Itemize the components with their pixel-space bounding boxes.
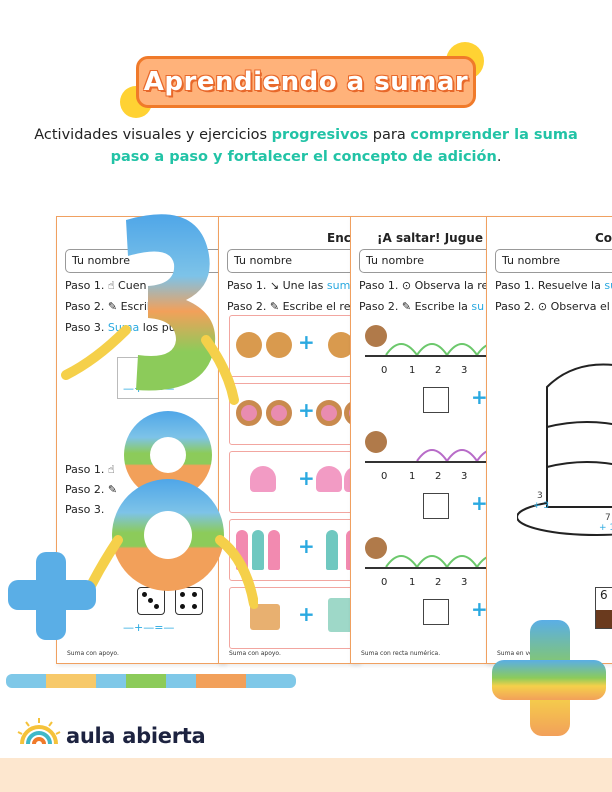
- tick-1: 1: [409, 471, 416, 482]
- plus-sign-rainbow: [492, 620, 606, 736]
- plus-icon: +: [298, 398, 315, 422]
- subtitle-part2: para: [368, 127, 411, 143]
- tick-0: 0: [381, 577, 388, 588]
- title-banner: Aprendiendo a sumar: [136, 56, 476, 108]
- jump-arcs: [385, 343, 495, 356]
- worksheet-4-step2: Paso 2. ⊙ Observa el: [495, 300, 610, 313]
- worksheet-2-step2: Paso 2. ✎ Escribe el resu: [227, 300, 360, 313]
- tick-2: 2: [435, 577, 442, 588]
- worksheet-2-title: Enc: [327, 231, 351, 245]
- jump-arcs: [385, 555, 495, 568]
- tick-3: 3: [461, 577, 468, 588]
- plus-icon: +: [471, 597, 488, 621]
- worksheet-2: Enc Tu nombre Paso 1. ↘ Une las sum Paso…: [218, 216, 360, 664]
- bottom-bar: [0, 758, 612, 792]
- number-eight-character: [88, 411, 258, 609]
- donut-icon: [266, 400, 292, 426]
- donut-icon: [236, 400, 262, 426]
- subtitle-end: .: [496, 149, 502, 165]
- number-line-3: [365, 567, 495, 569]
- plus-icon: +: [298, 534, 315, 558]
- subtitle: Actividades visuales y ejercicios progre…: [0, 124, 612, 168]
- worksheet-1-equation-2: —+—=—: [123, 621, 175, 634]
- worksheet-4: Co Tu nombre Paso 1. Resuelve la sum Pas…: [486, 216, 612, 664]
- aula-abierta-logo-icon: [17, 718, 61, 745]
- plus-icon: +: [298, 466, 315, 490]
- aula-abierta-logo-text: aula abierta: [66, 724, 206, 748]
- ice-cream-icon: [268, 530, 280, 570]
- worksheet-1-footer: Suma con apoyo.: [67, 650, 119, 657]
- plus-sign-blue: [8, 552, 96, 640]
- tick-3: 3: [461, 471, 468, 482]
- worksheet-2-step1: Paso 1. ↘ Une las sum: [227, 279, 351, 292]
- subtitle-highlight-3: paso a paso y fortalecer el concepto de …: [110, 149, 497, 165]
- number-line-1: [365, 355, 495, 357]
- rainbow-pencil: [6, 674, 296, 688]
- answer-box: [423, 493, 449, 519]
- color-legend: 6: [595, 587, 612, 629]
- tick-3: 3: [461, 365, 468, 376]
- worksheet-1-step1b: Paso 1. ☝: [65, 463, 115, 476]
- cake-card: +: [229, 587, 359, 649]
- cake-number-a: 3: [537, 491, 543, 501]
- tick-2: 2: [435, 471, 442, 482]
- plus-icon: +: [471, 385, 488, 409]
- cookie-card: +: [229, 315, 359, 377]
- dice-icon: [175, 587, 203, 615]
- donut-icon: [316, 400, 342, 426]
- plus-icon: +: [298, 330, 315, 354]
- cake-number-b: + 3: [533, 501, 550, 511]
- worksheet-4-step1: Paso 1. Resuelve la sum: [495, 279, 612, 292]
- worksheet-3-step1: Paso 1. ⊙ Observa la rec: [359, 279, 495, 292]
- monkey-icon: [365, 537, 387, 559]
- cake-number-c: 7: [605, 513, 611, 523]
- worksheet-1-step1: Paso 1. ☝ Cuen s d: [65, 279, 225, 292]
- worksheet-1-step3b: Paso 3.: [65, 503, 105, 516]
- worksheet-3-title: ¡A saltar! Jugue: [377, 231, 483, 245]
- tick-1: 1: [409, 577, 416, 588]
- tick-0: 0: [381, 365, 388, 376]
- answer-box: [423, 387, 449, 413]
- cookie-icon: [266, 332, 292, 358]
- cookie-icon: [236, 332, 262, 358]
- color-legend-value: 6: [600, 588, 608, 602]
- plus-icon: +: [298, 602, 315, 626]
- ice-cream-icon: [326, 530, 338, 570]
- tick-2: 2: [435, 365, 442, 376]
- ice-cream-icon: [252, 530, 264, 570]
- number-three-character: [61, 214, 239, 405]
- worksheet-3-footer: Suma con recta numérica.: [361, 650, 441, 657]
- worksheet-4-footer: Suma en ve: [497, 650, 533, 657]
- cake-coloring-icon: [517, 363, 612, 536]
- monkey-icon: [365, 431, 387, 453]
- dice-icon: [137, 587, 165, 615]
- worksheet-1-step2b: Paso 2. ✎: [65, 483, 118, 496]
- subtitle-highlight-2: comprender la suma: [410, 127, 578, 143]
- cupcake-icon: [250, 466, 276, 492]
- subtitle-highlight-1: progresivos: [271, 127, 369, 143]
- monkey-icon: [365, 325, 387, 347]
- page-title: Aprendiendo a sumar: [143, 67, 469, 97]
- tick-0: 0: [381, 471, 388, 482]
- color-swatch-brown: [596, 610, 612, 628]
- worksheet-2-name-box: Tu nombre: [227, 249, 359, 273]
- plus-icon: +: [471, 491, 488, 515]
- answer-box: [423, 599, 449, 625]
- worksheet-2-footer: Suma con apoyo.: [229, 650, 281, 657]
- cupcake-icon: [316, 466, 342, 492]
- cake-number-d: + 1: [599, 523, 612, 533]
- worksheet-4-title: Co: [595, 231, 612, 245]
- worksheet-3-name-box: Tu nombre: [359, 249, 495, 273]
- worksheet-3-step2: Paso 2. ✎ Escribe la su: [359, 300, 485, 313]
- subtitle-part1: Actividades visuales y ejercicios: [34, 127, 272, 143]
- worksheet-3: ¡A saltar! Jugue Tu nombre Paso 1. ⊙ Obs…: [350, 216, 496, 664]
- number-line-2: [365, 461, 495, 463]
- worksheet-4-name-box: Tu nombre: [495, 249, 612, 273]
- tick-1: 1: [409, 365, 416, 376]
- cookie-icon: [328, 332, 354, 358]
